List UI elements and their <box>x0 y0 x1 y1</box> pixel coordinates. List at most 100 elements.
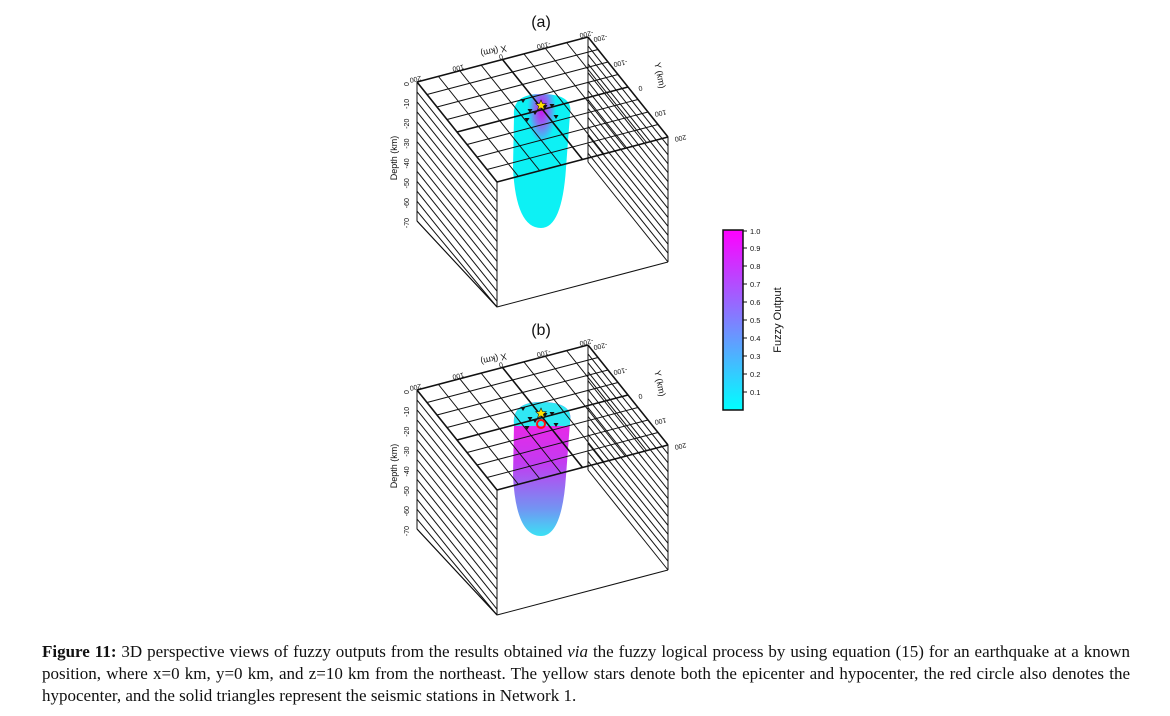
figure-3d-views: (a)2001000-100-200-200-10001002000-10-20… <box>389 14 784 616</box>
grid-line <box>416 459 498 560</box>
y-tick-label: 0 <box>638 392 643 400</box>
z-tick-label: -50 <box>404 486 411 496</box>
y-tick-label: 0 <box>638 84 643 92</box>
colorbar-tick-label: 0.6 <box>750 298 760 307</box>
fuzzy-output-volume <box>513 94 571 228</box>
station-triangle-icon <box>549 104 555 108</box>
grid-line <box>587 451 669 553</box>
grid-line <box>456 394 629 441</box>
grid-line <box>496 136 669 183</box>
colorbar-tick-label: 0.4 <box>750 334 760 343</box>
grid-line <box>587 161 669 263</box>
station-triangle-icon <box>524 426 530 430</box>
colorbar-scale <box>722 229 744 411</box>
x-tick-label: -200 <box>579 29 594 39</box>
grid-line <box>416 171 498 272</box>
grid-line <box>416 419 498 521</box>
colorbar-tick-label: 0.1 <box>750 388 760 397</box>
grid-line <box>416 449 498 550</box>
grid-line <box>587 63 669 165</box>
grid-line <box>587 54 669 156</box>
colorbar-tick-label: 0.9 <box>750 244 760 253</box>
grid-line <box>476 111 649 158</box>
z-tick-label: -40 <box>404 158 411 168</box>
grid-line <box>566 42 648 143</box>
station-triangle-icon <box>553 115 559 119</box>
epicenter-star-icon <box>534 407 548 419</box>
station-triangle-icon <box>520 407 526 411</box>
grid-line <box>544 47 626 149</box>
panel-label: (a) <box>531 14 551 31</box>
grid-line <box>416 409 498 511</box>
x-tick-label: 0 <box>498 52 503 60</box>
grid-line <box>416 210 498 308</box>
grid-line <box>466 407 639 453</box>
colorbar-tick-label: 0.7 <box>750 280 760 289</box>
grid-line <box>587 371 669 473</box>
grid-line <box>523 361 605 463</box>
grid-line <box>486 124 659 170</box>
grid-line <box>416 429 498 531</box>
panel-a: (a)2001000-100-200-200-10001002000-10-20… <box>389 14 687 308</box>
y-axis-label: Y (km) <box>652 61 667 89</box>
grid-line <box>416 141 498 242</box>
grid-line <box>496 444 669 491</box>
station-triangle-icon <box>524 118 530 122</box>
grid-line <box>416 91 498 193</box>
z-tick-label: -40 <box>404 466 411 476</box>
z-tick-label: -60 <box>404 506 411 516</box>
figure-caption: Figure 11: 3D perspective views of fuzzy… <box>42 641 1130 707</box>
caption-italic: via <box>567 642 589 661</box>
x-tick-label: 200 <box>409 74 422 83</box>
grid-line <box>416 180 498 282</box>
station-triangle-icon <box>549 412 555 416</box>
colorbar-tick-label: 0.8 <box>750 262 760 271</box>
caption-label: Figure 11: <box>42 642 117 661</box>
panel-label: (b) <box>531 322 551 339</box>
grid-line <box>416 508 498 610</box>
station-triangle-icon <box>553 423 559 427</box>
grid-line <box>587 126 669 227</box>
grid-line <box>416 518 498 616</box>
x-tick-label: 0 <box>498 360 503 368</box>
station-triangle-icon <box>520 99 526 103</box>
grid-line <box>587 460 669 562</box>
z-axis-label: Depth (km) <box>389 136 399 181</box>
x-tick-label: 100 <box>452 371 465 380</box>
grid-line <box>496 569 669 616</box>
colorbar-tick-label: 0.3 <box>750 352 760 361</box>
station-triangle-icon <box>527 417 533 421</box>
grid-line <box>587 407 669 508</box>
grid-line <box>416 111 498 213</box>
y-tick-label: -200 <box>593 33 608 43</box>
grid-line <box>587 416 669 517</box>
grid-line <box>587 99 669 200</box>
y-tick-label: 100 <box>654 108 667 117</box>
grid-line <box>587 469 669 571</box>
grid-line <box>416 101 498 203</box>
y-tick-label: -100 <box>613 58 628 68</box>
x-tick-label: 200 <box>409 382 422 391</box>
grid-line <box>587 398 669 499</box>
grid-line <box>587 362 669 464</box>
grid-line <box>416 439 498 540</box>
caption-text-2: the fuzzy logical process by using equat… <box>42 642 1130 705</box>
grid-line <box>587 143 669 245</box>
grid-line <box>587 152 669 254</box>
grid-line <box>416 131 498 232</box>
x-tick-label: 100 <box>452 63 465 72</box>
grid-line <box>587 90 669 191</box>
z-axis-label: Depth (km) <box>389 444 399 489</box>
grid-line <box>544 355 626 457</box>
y-tick-label: 100 <box>654 416 667 425</box>
grid-line <box>416 220 498 308</box>
x-tick-label: -100 <box>536 348 551 358</box>
z-tick-label: -20 <box>404 119 411 129</box>
grid-line <box>587 36 669 138</box>
grid-line <box>416 399 498 501</box>
grid-line <box>587 108 669 209</box>
z-tick-label: -70 <box>404 526 411 536</box>
grid-line <box>416 151 498 252</box>
grid-line <box>587 353 669 455</box>
